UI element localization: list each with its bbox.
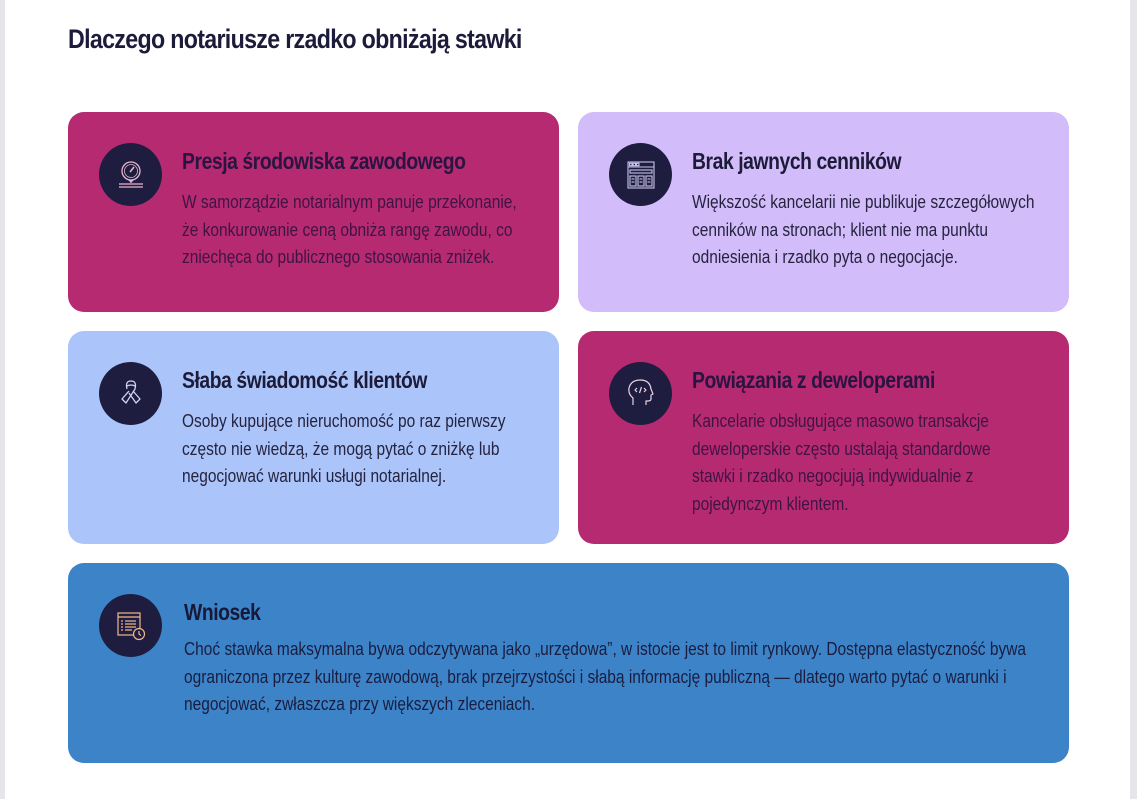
awareness-ribbon-icon [99, 362, 162, 425]
card-heading: Presja środowiska zawodowego [182, 148, 466, 174]
card-developer-ties: Powiązania z deweloperami Kancelarie obs… [578, 331, 1069, 544]
conclusion-card: Wniosek Choć stawka maksymalna bywa odcz… [68, 563, 1069, 763]
head-code-icon [609, 362, 672, 425]
conclusion-heading: Wniosek [184, 599, 261, 625]
card-heading: Powiązania z deweloperami [692, 367, 935, 393]
card-low-client-awareness: Słaba świadomość klientów Osoby kupujące… [68, 331, 559, 544]
browser-window-icon [609, 143, 672, 206]
card-body: W samorządzie notarialnym panuje przekon… [182, 192, 517, 267]
pressure-gauge-icon [99, 143, 162, 206]
conclusion-body: Choć stawka maksymalna bywa odczytywana … [184, 639, 1026, 714]
page-title: Dlaczego notariusze rzadko obniżają staw… [68, 24, 522, 54]
document-clock-icon [99, 594, 162, 657]
card-heading: Brak jawnych cenników [692, 148, 902, 174]
card-heading: Słaba świadomość klientów [182, 367, 428, 393]
page: Dlaczego notariusze rzadko obniżają staw… [5, 0, 1130, 799]
card-body: Kancelarie obsługujące masowo transakcje… [692, 411, 991, 514]
card-no-public-pricing: Brak jawnych cenników Większość kancelar… [578, 112, 1069, 312]
card-body: Osoby kupujące nieruchomość po raz pierw… [182, 411, 506, 486]
card-professional-pressure: Presja środowiska zawodowego W samorządz… [68, 112, 559, 312]
card-body: Większość kancelarii nie publikuje szcze… [692, 192, 1035, 267]
